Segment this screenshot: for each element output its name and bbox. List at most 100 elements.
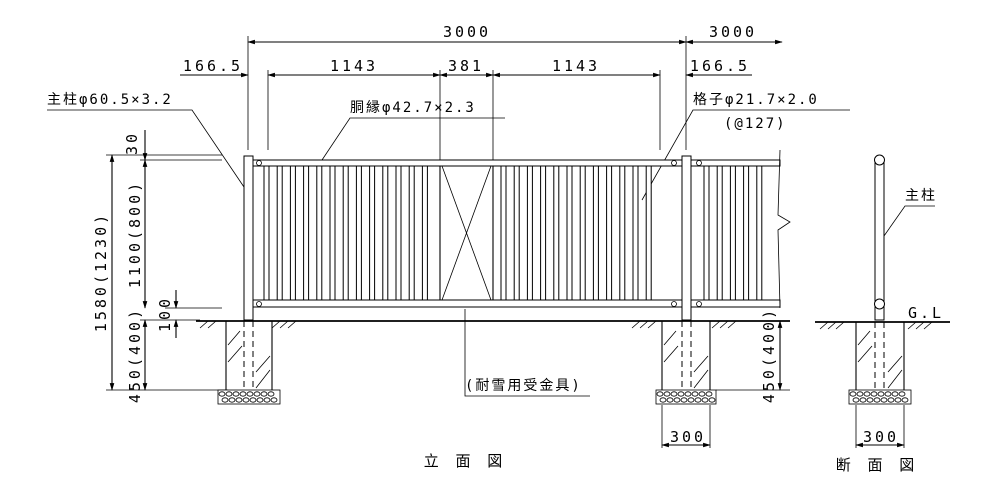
top-dimensions: 3000 3000 166.5 1143 381 1143 166.5 xyxy=(180,23,783,160)
top-offset-label: 30 xyxy=(123,131,141,155)
foundation-width-elevation-label: 300 xyxy=(670,428,706,446)
gravel-stone xyxy=(891,391,899,397)
span-next-label: 3000 xyxy=(709,23,757,41)
gravel-stone xyxy=(673,397,681,403)
gravel-stone xyxy=(253,391,261,397)
gravel-stone xyxy=(898,391,906,397)
gravel-stone xyxy=(228,397,236,403)
gravel-stone xyxy=(680,397,688,403)
picket-pitch-label: (@127) xyxy=(724,116,787,132)
picket xyxy=(606,165,613,301)
picket xyxy=(276,165,283,301)
picket xyxy=(342,165,349,301)
foundation-depth-right-label: 450(400) xyxy=(760,307,778,403)
gravel-stone xyxy=(225,391,233,397)
foundation-depth-left-label: 450(400) xyxy=(126,307,144,403)
picket xyxy=(369,165,376,301)
panel-left-label: 1143 xyxy=(330,57,378,75)
picket xyxy=(553,165,560,301)
gravel-stone xyxy=(691,391,699,397)
leader-labels: 主柱φ60.5×3.2 胴縁φ42.7×2.3 格子φ21.7×2.0 (@12… xyxy=(47,92,850,397)
span-main-label: 3000 xyxy=(443,23,491,41)
gravel-stone xyxy=(852,397,860,403)
edge-right-label: 166.5 xyxy=(690,57,750,75)
gravel-stone xyxy=(656,391,664,397)
gravel-stone xyxy=(705,391,713,397)
picket xyxy=(263,165,270,301)
gravel-stone xyxy=(687,397,695,403)
left-main-post xyxy=(243,155,254,321)
gravel-stone xyxy=(235,397,243,403)
snow-bracket-label: (耐雪用受金具) xyxy=(465,378,582,394)
picket xyxy=(645,165,652,301)
gravel-stone xyxy=(270,397,278,403)
picket xyxy=(619,165,626,301)
gravel-stone xyxy=(249,397,257,403)
picket xyxy=(716,165,723,301)
picket xyxy=(743,165,750,301)
gravel-stone xyxy=(663,391,671,397)
picket xyxy=(729,165,736,301)
rail-label: 胴縁φ42.7×2.3 xyxy=(350,100,476,116)
gravel-stone xyxy=(859,397,867,403)
picket xyxy=(500,165,507,301)
gravel-stone xyxy=(242,397,250,403)
gravel-stone xyxy=(873,397,881,403)
picket xyxy=(382,165,389,301)
edge-left-label: 166.5 xyxy=(183,57,243,75)
gravel-stone xyxy=(894,397,902,403)
picket xyxy=(303,165,310,301)
gravel-stone xyxy=(708,397,716,403)
picket xyxy=(289,165,296,301)
picket xyxy=(526,165,533,301)
gravel-stone xyxy=(863,391,871,397)
picket xyxy=(579,165,586,301)
picket xyxy=(395,165,402,301)
picket xyxy=(703,165,710,301)
gravel-stone xyxy=(880,397,888,403)
foundation-width-section-label: 300 xyxy=(863,428,899,446)
gravel-stone xyxy=(866,397,874,403)
break-line xyxy=(777,149,791,309)
picket-label: 格子φ21.7×2.0 xyxy=(693,92,819,108)
center-x-brace xyxy=(439,165,494,301)
section-caption: 断 面 図 xyxy=(836,456,921,474)
gravel-stone xyxy=(659,397,667,403)
elevation-view: 450(400) 300 xyxy=(196,149,791,448)
gravel-stone xyxy=(666,397,674,403)
gravel-stone xyxy=(260,391,268,397)
picket xyxy=(355,165,362,301)
gravel-stone xyxy=(701,397,709,403)
panel-right-label: 1143 xyxy=(552,57,600,75)
right-foundation xyxy=(655,321,717,405)
right-main-post xyxy=(681,155,692,321)
gravel-stone xyxy=(849,391,857,397)
picket xyxy=(566,165,573,301)
section-view: 主柱 G.L 300 xyxy=(815,154,950,448)
gravel-stone xyxy=(856,391,864,397)
gravel-stone xyxy=(698,391,706,397)
picket xyxy=(540,165,547,301)
left-vertical-dimensions: 30 1580(1230) 1100(800) 100 450(400) xyxy=(92,130,228,403)
gravel-stone xyxy=(218,391,226,397)
left-foundation xyxy=(217,321,281,405)
ground-hatch xyxy=(199,320,737,329)
section-post-label: 主柱 xyxy=(905,188,937,204)
gravel-stone xyxy=(877,391,885,397)
gravel-stone xyxy=(267,391,275,397)
gravel-stone xyxy=(670,391,678,397)
total-height-label: 1580(1230) xyxy=(92,212,110,332)
gravel-stone xyxy=(232,391,240,397)
picket xyxy=(756,165,763,301)
gravel-stone xyxy=(677,391,685,397)
gravel-stone xyxy=(256,397,264,403)
section-main-post xyxy=(874,157,885,321)
center-gap-label: 381 xyxy=(448,57,484,75)
picket xyxy=(408,165,415,301)
bottom-gap-label: 100 xyxy=(156,296,174,332)
section-bottom-rail xyxy=(874,298,885,310)
picket xyxy=(632,165,639,301)
gravel-stone xyxy=(887,397,895,403)
gravel-stone xyxy=(694,397,702,403)
